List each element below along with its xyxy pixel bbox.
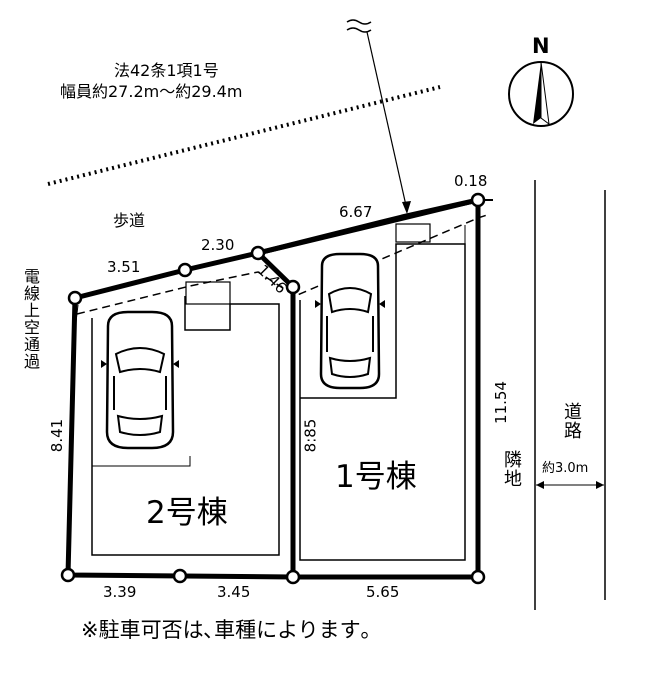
lot-boundary-top-right: [257, 197, 479, 256]
east-road-arrow-left: [536, 481, 544, 489]
compass-label: N: [532, 34, 550, 58]
dim-top-e: 0.18: [454, 172, 488, 190]
building-2-outline: [91, 296, 280, 556]
road-legal-label: 法42条1項1号: [114, 61, 219, 80]
compass-needle-light: [540, 61, 550, 126]
road-boundary-dotted: [47, 85, 441, 186]
dim-right: 11.54: [491, 381, 510, 424]
building-1-label: 1号棟: [335, 459, 417, 495]
sidewalk-label: 歩道: [113, 211, 146, 230]
dim-bottom-a: 3.39: [103, 583, 137, 601]
dim-bottom-b: 3.45: [217, 583, 251, 601]
building-2-label: 2号棟: [146, 495, 228, 531]
overhead-wire-label: 電線上空通過: [21, 268, 40, 370]
east-road-label: 道路: [561, 402, 582, 440]
compass-needle-dark: [533, 62, 541, 124]
corner-markers: [60, 192, 486, 585]
pointer-line: [366, 31, 408, 211]
parking-note: ※駐車可否は､車種によります｡: [81, 618, 372, 642]
dim-bottom-c: 5.65: [366, 583, 400, 601]
car-lot-1: [315, 252, 385, 390]
dim-top-a: 3.51: [107, 258, 141, 276]
dim-top-b: 2.30: [201, 236, 235, 254]
neighbor-lot-label: 隣地: [501, 450, 522, 488]
setback-dashed: [76, 213, 491, 315]
dim-left: 8.41: [48, 418, 67, 453]
lot1-entry-box: [395, 223, 431, 243]
east-road-arrow-right: [596, 481, 604, 489]
pointer-arrowhead: [402, 201, 411, 214]
building-2-notch: [92, 456, 191, 467]
dim-middle: 8:85: [301, 418, 320, 453]
lot2-entry-box: [185, 281, 231, 305]
dim-top-d: 6.67: [339, 203, 373, 221]
car-lot-2: [101, 310, 179, 450]
east-road-width: 約3.0m: [542, 461, 589, 476]
setback-left-tick: [74, 304, 79, 331]
break-mark: [346, 19, 372, 33]
road-width-label: 幅員約27.2m～約29.4m: [60, 82, 243, 101]
lot-boundary-left: [65, 297, 294, 580]
